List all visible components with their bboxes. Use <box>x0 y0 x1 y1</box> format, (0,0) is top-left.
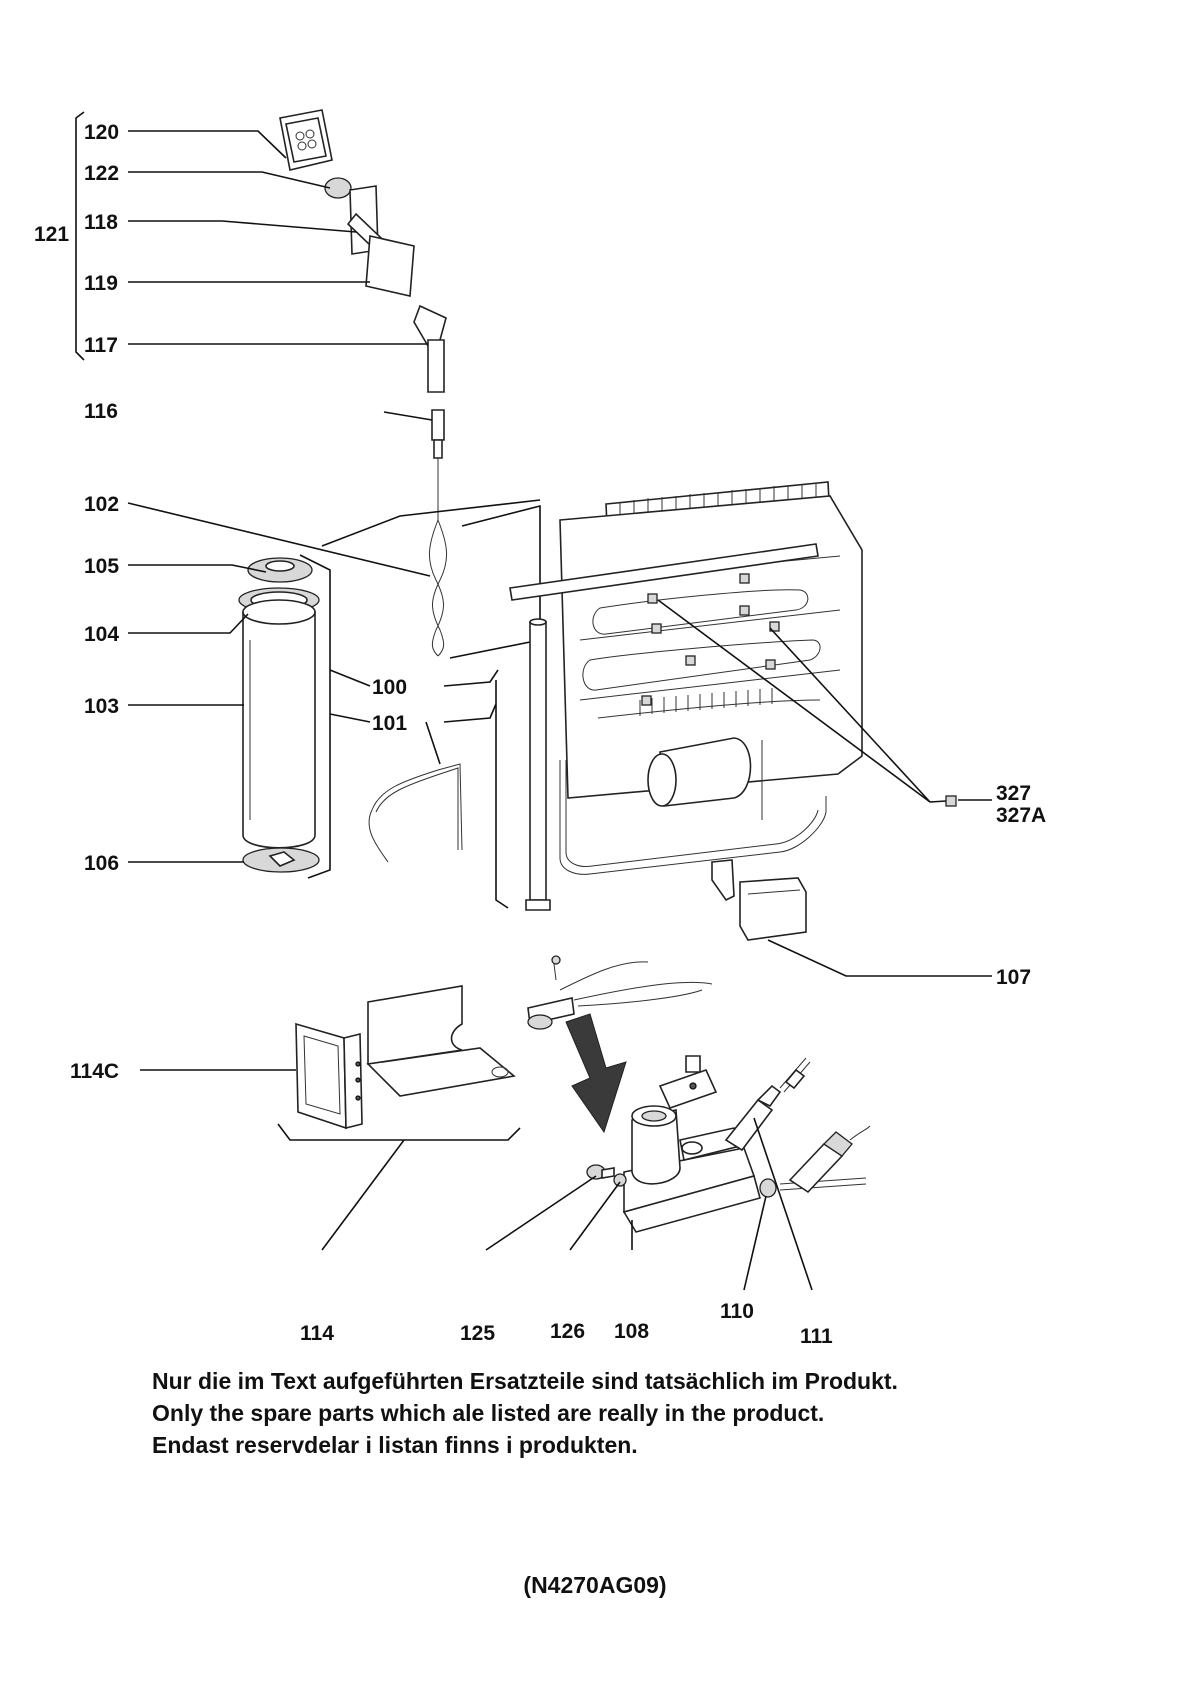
label-110: 110 <box>720 1300 754 1323</box>
label-327: 327 <box>996 782 1031 805</box>
flue-elbow-117 <box>413 304 447 393</box>
label-104: 104 <box>84 623 119 646</box>
label-108: 108 <box>614 1320 649 1343</box>
label-125: 125 <box>460 1322 495 1345</box>
mount-clip <box>711 859 735 902</box>
drawing-code: (N4270AG09) <box>523 1572 667 1598</box>
label-100: 100 <box>372 676 407 699</box>
heater-cable-101 <box>368 721 463 863</box>
burner-108 <box>622 1105 761 1233</box>
note-english: Only the spare parts which ale listed ar… <box>152 1400 825 1426</box>
flue-cap-120 <box>279 109 333 171</box>
cooling-unit <box>509 481 863 911</box>
label-111: 111 <box>800 1325 833 1348</box>
screw-125 <box>586 1164 615 1180</box>
detail-arrow <box>565 1013 627 1134</box>
bracket-top <box>658 1055 718 1109</box>
clip-327 <box>945 795 957 807</box>
washer-126 <box>613 1173 627 1187</box>
igniter-111 <box>724 1057 811 1152</box>
label-327A: 327A <box>996 804 1046 827</box>
label-119: 119 <box>84 272 118 295</box>
label-102: 102 <box>84 493 119 516</box>
flue-plate-119 <box>365 235 415 297</box>
thermocouple <box>788 1125 871 1194</box>
label-103: 103 <box>84 695 119 718</box>
tube-cover-105 <box>247 557 313 583</box>
label-120: 120 <box>84 121 119 144</box>
note-swedish: Endast reservdelar i listan finns i prod… <box>152 1432 638 1458</box>
burner-holder-small <box>527 955 713 1030</box>
bottom-plate-106 <box>242 847 320 873</box>
label-117: 117 <box>84 334 118 357</box>
flue-grid-122 <box>324 177 352 199</box>
insulation-tube-103 <box>242 599 316 849</box>
label-121: 121 <box>34 223 69 246</box>
label-101: 101 <box>372 712 407 735</box>
bracket-107 <box>739 877 807 941</box>
label-105: 105 <box>84 555 119 578</box>
bracket-121 <box>75 111 85 361</box>
parts-note: Nur die im Text aufgeführten Ersatzteile… <box>152 1365 1112 1461</box>
label-118: 118 <box>84 211 118 234</box>
label-126: 126 <box>550 1320 585 1343</box>
label-114C: 114C <box>70 1060 119 1083</box>
label-122: 122 <box>84 162 119 185</box>
burner-shield-114 <box>366 985 516 1097</box>
label-114: 114 <box>300 1322 334 1345</box>
label-106: 106 <box>84 852 119 875</box>
baffle-116 <box>428 409 448 657</box>
label-107: 107 <box>996 966 1031 989</box>
note-german: Nur die im Text aufgeführten Ersatzteile… <box>152 1368 898 1394</box>
label-116: 116 <box>84 400 118 423</box>
cover-plate-114C <box>295 1022 363 1130</box>
